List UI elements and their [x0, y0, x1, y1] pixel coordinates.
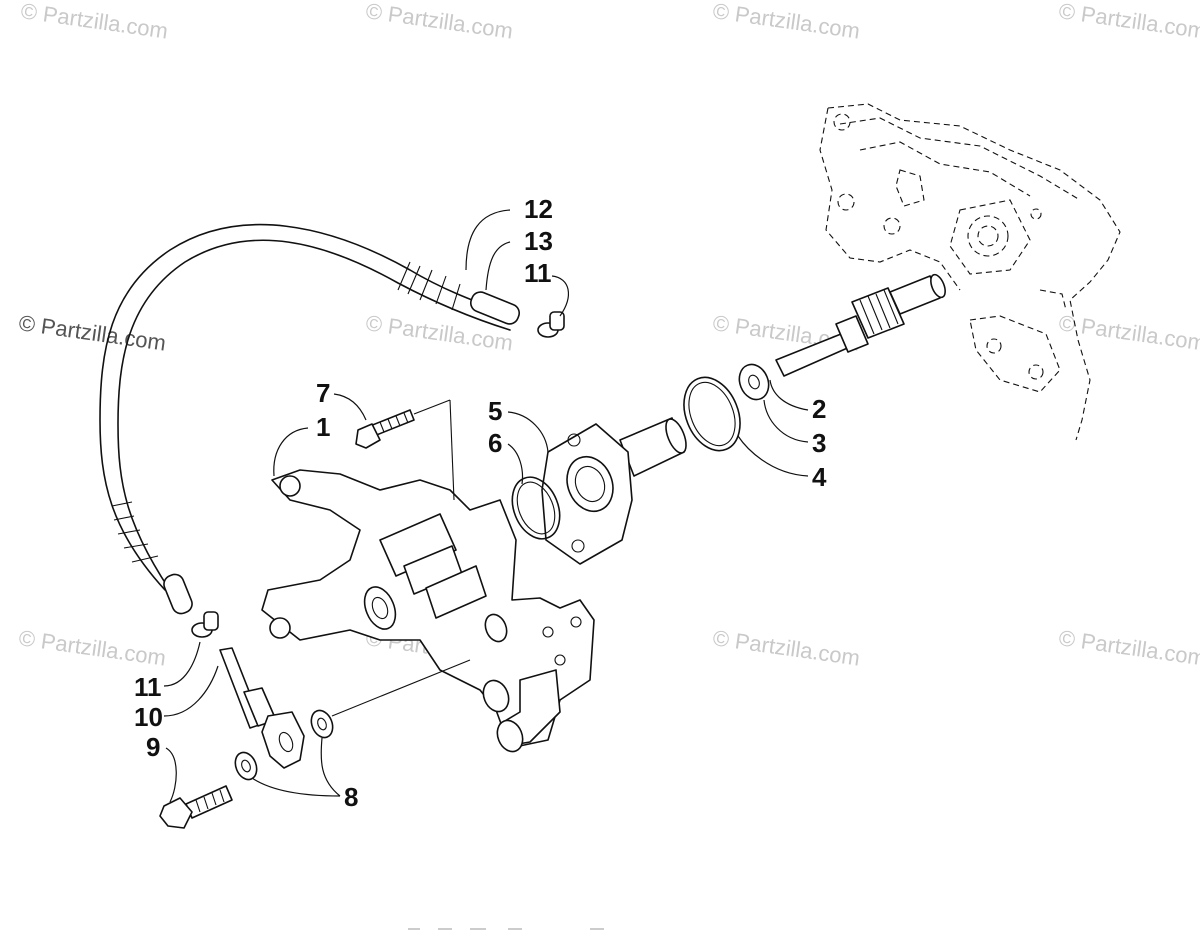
callout-5: 5 [488, 396, 502, 426]
banjo-fitting [219, 647, 305, 769]
crankcase-ghost [819, 103, 1121, 441]
watermark: © Partzilla.com [364, 0, 514, 44]
watermark: © Partzilla.com [17, 625, 167, 670]
hose-clamp-top [537, 311, 565, 338]
callout-3: 3 [812, 428, 826, 458]
bolt-7 [355, 399, 451, 449]
callout-2: 2 [812, 394, 826, 424]
drive-gear-shaft [775, 273, 946, 377]
pump-housing [541, 417, 687, 565]
callout-4: 4 [812, 462, 827, 492]
callout-12: 12 [524, 194, 553, 224]
callout-labels: 12 13 11 7 1 5 6 2 3 4 11 10 9 8 [134, 194, 827, 812]
watermark: © Partzilla.com [1057, 310, 1200, 355]
oil-hose [99, 223, 521, 615]
callout-7: 7 [316, 378, 330, 408]
callout-1: 1 [316, 412, 330, 442]
leader-lines [163, 209, 809, 803]
oil-pump-body [261, 399, 595, 753]
watermark: © Partzilla.com [17, 310, 167, 355]
watermark: © Partzilla.com [1057, 0, 1200, 44]
o-ring-6 [511, 476, 561, 540]
callout-11-top: 11 [524, 258, 552, 288]
watermark: © Partzilla.com [19, 0, 169, 44]
watermark: © Partzilla.com [1057, 625, 1200, 670]
washer-3 [738, 363, 770, 401]
callout-10: 10 [134, 702, 163, 732]
hose-clamp-bottom [191, 611, 219, 638]
watermark: © Partzilla.com [711, 625, 861, 670]
callout-8: 8 [344, 782, 358, 812]
bolt-9 [159, 785, 233, 829]
watermark-layer: © Partzilla.com © Partzilla.com © Partzi… [17, 0, 1200, 671]
callout-11-bottom: 11 [134, 672, 162, 702]
watermark: © Partzilla.com [711, 0, 861, 44]
washer-8 [234, 659, 471, 781]
callout-13: 13 [524, 226, 553, 256]
callout-6: 6 [488, 428, 502, 458]
o-ring-4 [683, 376, 741, 452]
callout-9: 9 [146, 732, 160, 762]
